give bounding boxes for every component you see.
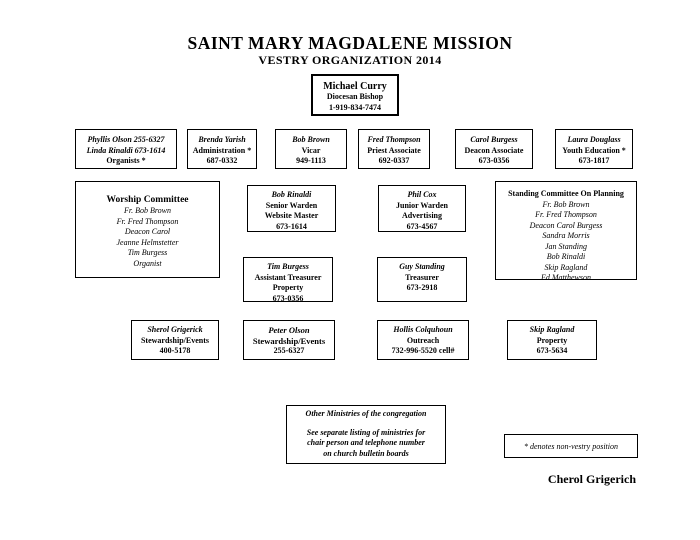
other-ministries-line-2: chair person and telephone number xyxy=(307,438,425,447)
senior-warden-box: Bob Rinaldi Senior Warden Website Master… xyxy=(247,185,336,232)
page-title: SAINT MARY MAGDALENE MISSION xyxy=(187,33,513,53)
committee-member: Tim Burgess xyxy=(127,248,168,257)
treasurer-phone: 673-2918 xyxy=(406,283,438,292)
bishop-role: Diocesan Bishop xyxy=(326,92,384,101)
bishop-phone: 1-919-834-7474 xyxy=(329,102,381,112)
planning-committee-box: Standing Committee On Planning Fr. Bob B… xyxy=(495,181,637,282)
legend-text: * denotes non-vestry position xyxy=(524,442,618,451)
committee-member: Jan Standing xyxy=(545,241,587,251)
property-role-title: Property xyxy=(536,335,568,345)
other-ministries-box: Other Ministries of the congregation See… xyxy=(286,405,446,464)
other-ministries-line-3: on church bulletin boards xyxy=(323,448,409,458)
organist-line-1: Phyllis Olson 255-6327 xyxy=(87,135,165,144)
outreach-box: Hollis Colquhoun Outreach 732-996-5520 c… xyxy=(377,320,469,360)
vicar-phone: 949-1113 xyxy=(296,156,326,165)
planning-committee-title: Standing Committee On Planning xyxy=(508,189,624,198)
priest-associate-box: Fred Thompson Priest Associate 692-0337 xyxy=(358,129,430,169)
administration-role: Administration * xyxy=(192,145,252,155)
committee-member: Jeanne Helmstetter xyxy=(116,237,179,247)
organists-box: Phyllis Olson 255-6327 Linda Rinaldi 673… xyxy=(75,129,177,169)
assistant-treasurer-box: Tim Burgess Assistant Treasurer Property… xyxy=(243,257,333,303)
website-master-role: Website Master xyxy=(264,211,319,220)
legend-box: * denotes non-vestry position xyxy=(504,434,638,458)
junior-warden-role: Junior Warden xyxy=(396,200,448,210)
other-ministries-line-1: See separate listing of ministries for xyxy=(306,427,426,437)
committee-member: Skip Ragland xyxy=(544,262,588,272)
assistant-treasurer-role: Assistant Treasurer xyxy=(254,272,322,282)
other-ministries-heading: Other Ministries of the congregation xyxy=(305,409,427,418)
senior-warden-name: Bob Rinaldi xyxy=(271,190,312,199)
junior-warden-name: Phil Cox xyxy=(407,190,437,199)
property-name: Skip Ragland xyxy=(529,325,575,334)
stewardship-1-phone: 400-5178 xyxy=(159,346,191,355)
senior-warden-role: Senior Warden xyxy=(265,200,318,210)
stewardship-1-name: Sherol Grigerick xyxy=(147,325,203,334)
priest-associate-name: Fred Thompson xyxy=(367,135,421,144)
treasurer-name: Guy Standing xyxy=(399,262,445,271)
stewardship-2-phone: 255-6327 xyxy=(273,346,305,355)
youth-education-box: Laura Douglass Youth Education * 673-181… xyxy=(555,129,633,169)
property-phone: 673-5634 xyxy=(536,346,568,355)
organist-line-2: Linda Rinaldi 673-1614 xyxy=(86,145,166,155)
administration-box: Brenda Yarish Administration * 687-0332 xyxy=(187,129,257,169)
outreach-name: Hollis Colquhoun xyxy=(393,325,453,334)
junior-warden-box: Phil Cox Junior Warden Advertising 673-4… xyxy=(378,185,466,232)
senior-warden-phone: 673-1614 xyxy=(276,221,307,231)
vicar-name: Bob Brown xyxy=(292,135,330,144)
administration-name: Brenda Yarish xyxy=(198,135,246,144)
committee-member: Fr. Fred Thompson xyxy=(116,216,179,226)
committee-member: Deacon Carol Burgess xyxy=(529,220,603,230)
stewardship-1-role: Stewardship/Events xyxy=(140,335,209,345)
signature: Cherol Grigerich xyxy=(547,472,636,486)
committee-member: Ed Matthewson xyxy=(541,273,591,282)
page-subtitle: VESTRY ORGANIZATION 2014 xyxy=(258,53,442,67)
worship-committee-title: Worship Committee xyxy=(106,195,189,205)
property-box: Skip Ragland Property 673-5634 xyxy=(507,320,597,360)
organists-role: Organists * xyxy=(106,156,146,165)
outreach-role: Outreach xyxy=(406,335,440,345)
bishop-box: Michael Curry Diocesan Bishop 1-919-834-… xyxy=(311,74,399,116)
committee-member: Bob Rinaldi xyxy=(546,252,586,261)
stewardship-box-1: Sherol Grigerick Stewardship/Events 400-… xyxy=(131,320,219,360)
bishop-name: Michael Curry xyxy=(323,81,387,92)
assistant-treasurer-name: Tim Burgess xyxy=(267,262,309,271)
committee-member: Fr. Fred Thompson xyxy=(535,210,597,219)
assistant-treasurer-phone: 673-0356 xyxy=(272,293,304,303)
advertising-role: Advertising xyxy=(402,211,442,220)
deacon-associate-box: Carol Burgess Deacon Associate 673-0356 xyxy=(455,129,533,169)
vicar-box: Bob Brown Vicar 949-1113 xyxy=(275,129,347,169)
stewardship-box-2: Peter Olson Stewardship/Events 255-6327 xyxy=(243,320,335,360)
stewardship-2-name: Peter Olson xyxy=(268,325,310,335)
committee-member: Fr. Bob Brown xyxy=(123,206,172,215)
treasurer-box: Guy Standing Treasurer 673-2918 xyxy=(377,257,467,302)
deacon-associate-phone: 673-0356 xyxy=(478,156,510,165)
vicar-role: Vicar xyxy=(301,145,321,155)
outreach-phone: 732-996-5520 cell# xyxy=(391,346,455,355)
deacon-associate-role: Deacon Associate xyxy=(464,145,524,155)
junior-warden-phone: 673-4567 xyxy=(406,221,438,231)
priest-associate-phone: 692-0337 xyxy=(378,156,410,165)
priest-associate-role: Priest Associate xyxy=(367,145,421,155)
treasurer-role: Treasurer xyxy=(405,272,439,282)
committee-member: Organist xyxy=(133,258,162,268)
committee-member: Fr. Bob Brown xyxy=(542,199,590,209)
administration-phone: 687-0332 xyxy=(206,156,238,165)
deacon-associate-name: Carol Burgess xyxy=(470,135,518,144)
committee-member: Deacon Carol xyxy=(124,227,171,236)
committee-member: Sandra Morris xyxy=(542,231,590,240)
youth-education-role: Youth Education * xyxy=(562,145,626,155)
youth-education-phone: 673-1817 xyxy=(578,156,610,165)
stewardship-2-role: Stewardship/Events xyxy=(252,335,326,346)
youth-education-name: Laura Douglass xyxy=(567,135,621,144)
property-role: Property xyxy=(272,283,304,292)
